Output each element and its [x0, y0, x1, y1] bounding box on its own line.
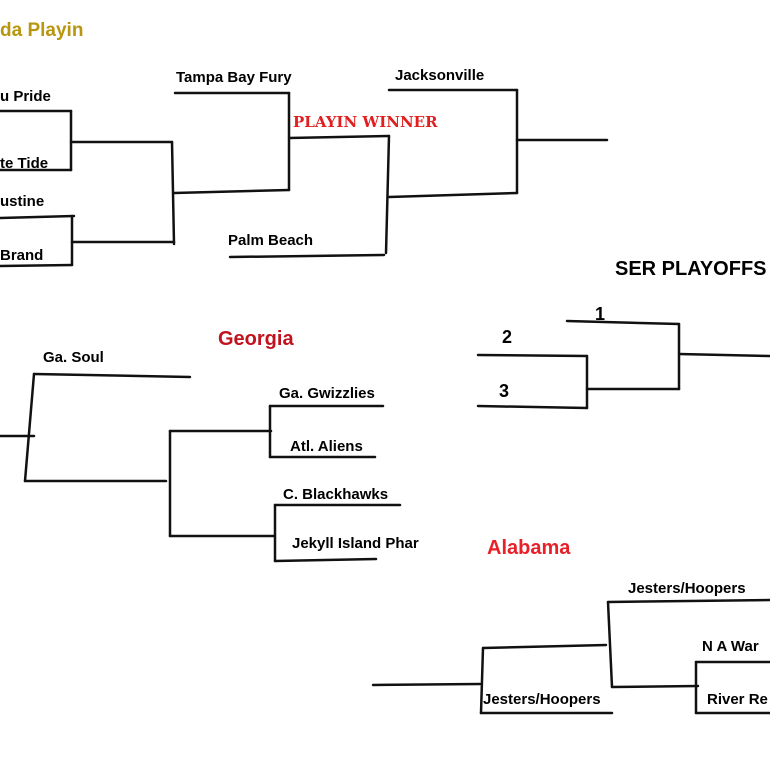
team-jekyll-island: Jekyll Island Phar — [292, 535, 419, 552]
bracket-line — [228, 253, 386, 259]
georgia-lines — [0, 372, 402, 563]
bracket-line — [32, 372, 192, 379]
bracket-line — [384, 134, 391, 255]
team-na-war: N A War — [702, 638, 759, 655]
bracket-line — [610, 684, 700, 689]
seed-2-label: 2 — [502, 327, 513, 347]
bracket-line — [479, 646, 485, 715]
team-tampa-bay-fury: Tampa Bay Fury — [176, 69, 292, 86]
florida-bracket-lines — [0, 88, 609, 268]
alabama-lines — [371, 598, 770, 715]
florida-playin-title: da Playin — [0, 20, 84, 41]
team-atl-aliens: Atl. Aliens — [290, 438, 363, 455]
team-pride: u Pride — [0, 88, 51, 105]
team-jesters-hoopers-top: Jesters/Hoopers — [628, 580, 746, 597]
team-jacksonville: Jacksonville — [395, 67, 485, 84]
team-brand: Brand — [0, 247, 44, 264]
team-river-re: River Re — [707, 691, 768, 708]
ser-playoffs-lines — [476, 319, 770, 410]
bracket-line — [273, 557, 378, 563]
team-jesters-hoopers-bottom: Jesters/Hoopers — [483, 691, 601, 708]
bracket-line — [371, 682, 482, 687]
playin-winner-label: PLAYIN WINNER — [293, 113, 438, 131]
team-augustine: ustine — [0, 193, 45, 210]
seed-3-label: 3 — [499, 381, 510, 401]
team-tide: te Tide — [0, 155, 49, 172]
bracket-line — [476, 404, 589, 410]
team-ga-gwizzlies: Ga. Gwizzlies — [279, 385, 375, 402]
team-ga-soul: Ga. Soul — [43, 349, 104, 366]
ser-playoffs-title: SER PLAYOFFS — [615, 258, 767, 280]
georgia-title: Georgia — [218, 328, 294, 350]
bracket-line — [387, 191, 519, 199]
bracket-line — [0, 214, 76, 220]
alabama-title: Alabama — [487, 537, 571, 559]
bracket-line — [677, 352, 770, 358]
bracket-line — [481, 643, 608, 650]
bracket-line — [476, 353, 589, 358]
bracket-line — [23, 372, 36, 483]
team-c-blackhawks: C. Blackhawks — [283, 486, 389, 503]
bracket-line — [0, 263, 74, 268]
bracket-line — [172, 188, 291, 195]
bracket-line — [287, 134, 391, 140]
team-palm-beach: Palm Beach — [228, 232, 314, 249]
bracket-line — [606, 600, 614, 689]
bracket-line — [606, 598, 770, 604]
seed-1-label: 1 — [595, 304, 606, 324]
bracket-line — [565, 319, 681, 326]
